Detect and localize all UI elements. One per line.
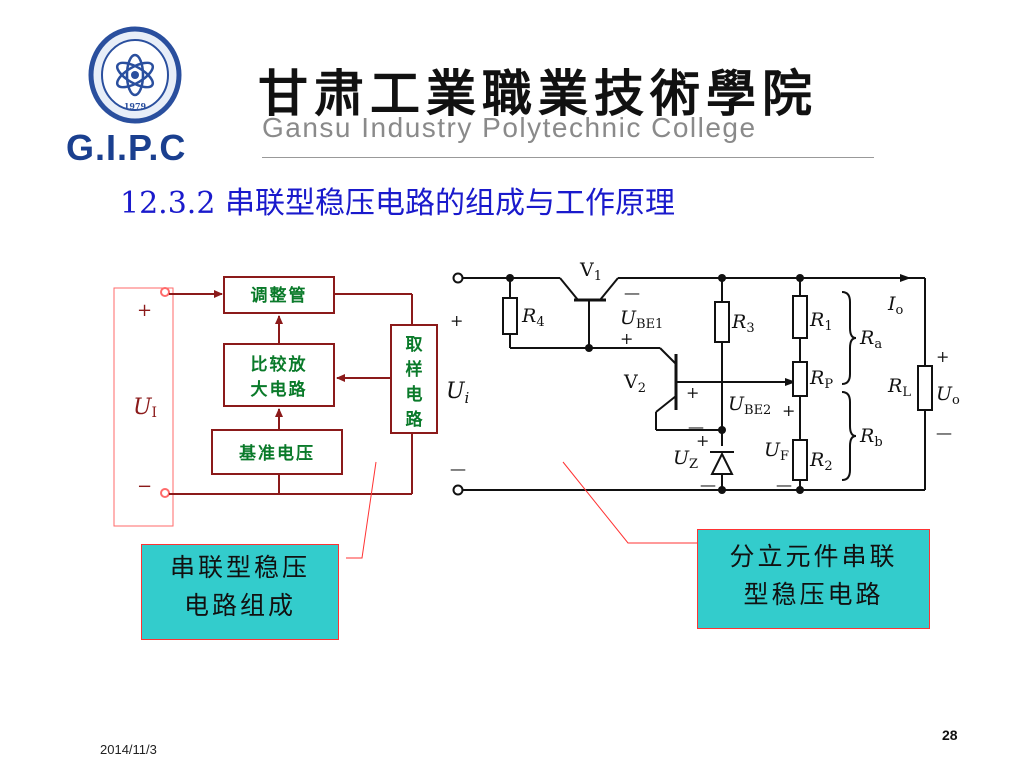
callout-right-line-1: 分立元件串联 (729, 542, 898, 571)
ube2-label: UBE2 (728, 393, 771, 418)
resistor-r4 (502, 297, 518, 335)
junction-dot (796, 486, 804, 494)
rp-label: RP (809, 367, 833, 392)
zener-diode (710, 451, 734, 475)
sampling-char-1: 取 (406, 335, 423, 355)
sampling-char-3: 电 (406, 384, 423, 405)
right-callout-leader (562, 461, 697, 544)
uf-plus: + (782, 401, 795, 420)
r2-label: R2 (809, 449, 833, 474)
v2-label: V2 (623, 371, 646, 396)
reference-block (211, 429, 343, 475)
block-diagram (113, 276, 438, 527)
rb-label: Rb (859, 425, 883, 450)
uz-label: UZ (673, 447, 698, 472)
block-plus: + (137, 300, 152, 321)
block-input-label: UI (133, 395, 157, 421)
block-minus: − (137, 476, 152, 497)
sampling-char-2: 样 (406, 359, 423, 380)
sampling-char-4: 路 (406, 409, 424, 430)
uf-label: UF (764, 439, 789, 464)
callout-discrete-series-regulator: 分立元件串联 型稳压电路 (697, 529, 930, 629)
uz-minus: — (700, 475, 716, 494)
comparator-label-2: 大电路 (251, 379, 308, 400)
junction-dot (585, 344, 593, 352)
uf-minus: — (776, 475, 792, 494)
junction-dot (718, 426, 726, 434)
ui-minus: — (450, 459, 466, 478)
slide-number: 28 (942, 727, 958, 743)
slide-date: 2014/11/3 (100, 742, 157, 757)
ube1-minus: — (624, 283, 640, 302)
junction-dot (796, 274, 804, 282)
ube2-plus-left: + (686, 383, 699, 402)
callout-left-line-2: 电路组成 (183, 591, 296, 620)
comparator-label-1: 比较放 (251, 354, 308, 375)
regulator-label: 调整管 (251, 285, 308, 306)
r4-label: R4 (521, 305, 545, 330)
v1-label: V1 (579, 259, 602, 284)
junction-dot (718, 274, 726, 282)
uo-minus: — (936, 423, 952, 442)
reference-label: 基准电压 (238, 443, 315, 464)
rl-label: RL (887, 375, 911, 400)
r3-label: R3 (731, 311, 755, 336)
slide-title: 12.3.2 串联型稳压电路的组成与工作原理 (120, 186, 675, 221)
ube1-plus: + (620, 329, 633, 348)
callout-right-line-2: 型稳压电路 (743, 580, 884, 609)
logo-year: 1979 (124, 101, 147, 111)
ui-plus: + (450, 311, 463, 330)
college-emblem: 1979 (88, 26, 182, 124)
circuit-diagram: 调整管 比较放 大电路 基准电压 取 样 电 路 + − UI (113, 259, 960, 559)
resistor-r1 (792, 295, 808, 339)
uo-plus: + (936, 347, 949, 366)
io-label: Io (887, 293, 904, 318)
ube2-minus: — (688, 417, 704, 436)
uz-plus: + (696, 431, 709, 450)
left-callout-leader (346, 461, 377, 559)
resistor-r2 (792, 439, 808, 481)
header-divider (262, 157, 874, 158)
potentiometer-rp (792, 361, 808, 397)
ube1-label: UBE1 (620, 307, 663, 332)
callout-series-regulator-composition: 串联型稳压 电路组成 (141, 544, 339, 640)
ra-label: Ra (859, 327, 882, 352)
input-bracket (113, 287, 174, 527)
college-name-cn: 甘肃工業職業技術學院 (258, 64, 818, 123)
logo-text: G.I.P.C (66, 127, 187, 168)
r1-label: R1 (809, 309, 833, 334)
ui-label: Ui (446, 379, 470, 407)
junction-dot (718, 486, 726, 494)
junction-dot (506, 274, 514, 282)
college-name-en: Gansu Industry Polytechnic College (262, 112, 757, 143)
callout-left-line-1: 串联型稳压 (169, 553, 310, 582)
resistor-rl (917, 365, 933, 411)
resistor-r3 (714, 301, 730, 343)
uo-label: Uo (936, 383, 960, 408)
